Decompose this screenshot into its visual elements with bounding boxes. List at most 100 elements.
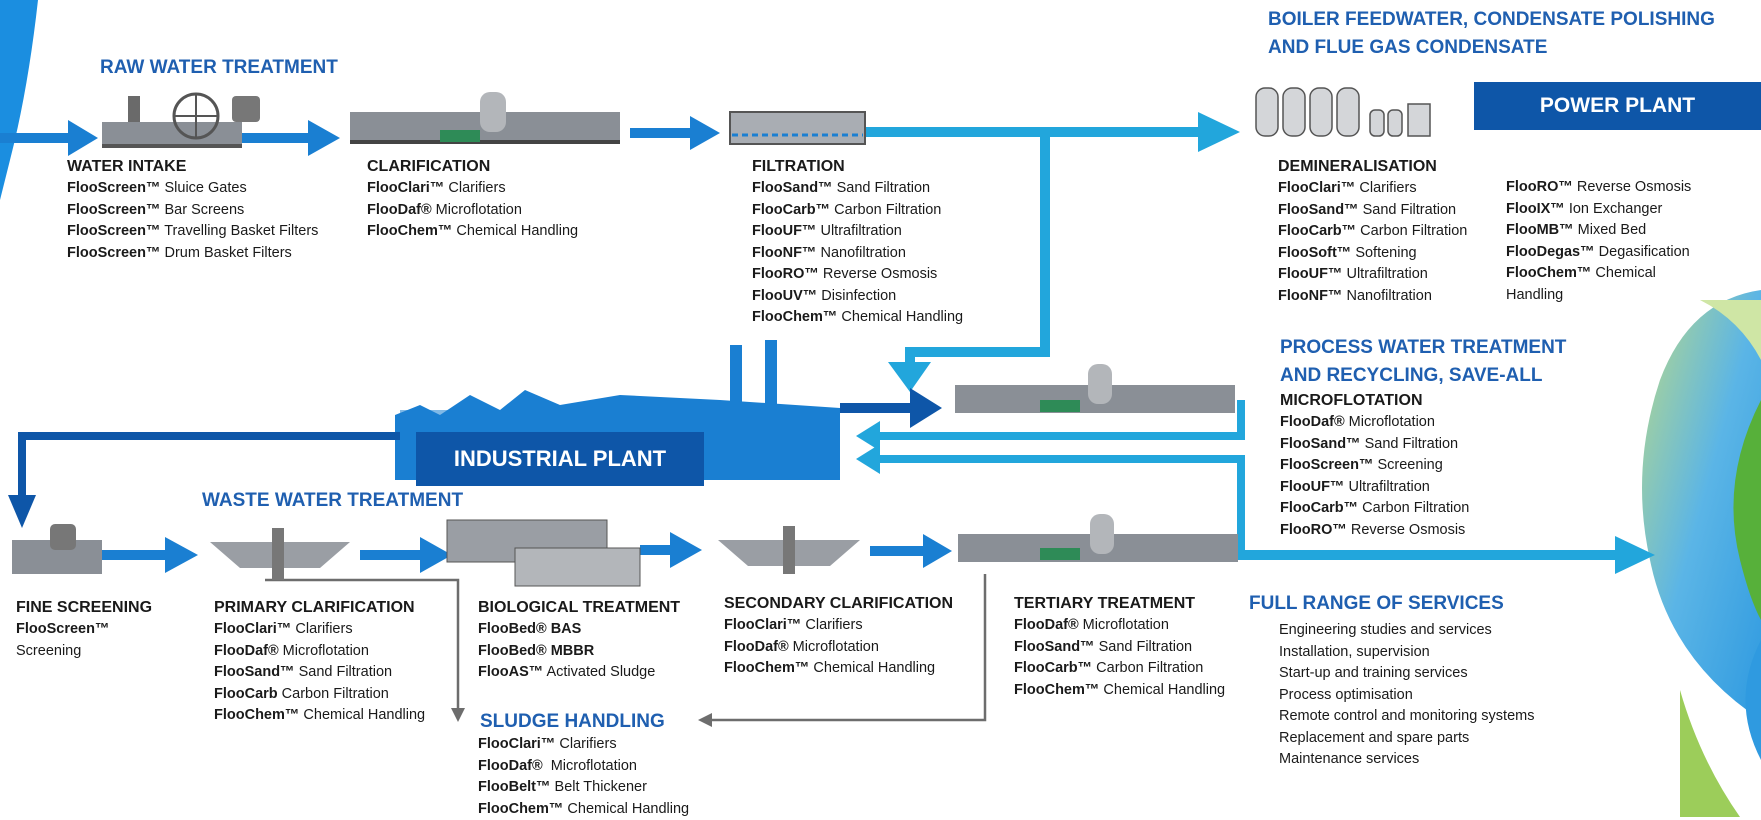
product-brand: FlooSand™	[214, 664, 295, 680]
product-description: Degasification	[1595, 244, 1690, 260]
pipe	[1237, 400, 1245, 440]
filtration-equipment	[730, 112, 865, 144]
list-item: FlooNF™ Nanofiltration	[752, 243, 963, 265]
section-title-services: FULL RANGE OF SERVICES	[1249, 590, 1504, 617]
list-item: FlooCarb™ Carbon Filtration	[1014, 658, 1225, 680]
list-item: FlooRO™ Reverse Osmosis	[1506, 177, 1691, 199]
list-item: FlooClari™ Clarifiers	[367, 178, 578, 200]
section-title-boiler-1: BOILER FEEDWATER, CONDENSATE POLISHING	[1268, 6, 1715, 33]
product-description: Carbon Filtration	[1358, 500, 1469, 516]
list-item: Remote control and monitoring systems	[1279, 706, 1534, 728]
product-description: Belt Thickener	[551, 779, 647, 795]
product-brand: FlooIX™	[1506, 201, 1565, 217]
product-brand: FlooNF™	[1278, 288, 1342, 304]
product-description: Remote control and monitoring systems	[1279, 708, 1534, 724]
pipe	[640, 545, 675, 555]
product-description: Sand Filtration	[295, 664, 393, 680]
product-brand: FlooBed® BAS	[478, 621, 581, 637]
product-description: Sand Filtration	[1095, 639, 1193, 655]
product-description: Chemical Handling	[1099, 682, 1225, 698]
stage-title: WATER INTAKE	[67, 156, 318, 178]
product-brand: FlooClari™	[724, 617, 801, 633]
product-description: Activated Sludge	[543, 664, 655, 680]
list-item: FlooBed® MBBR	[478, 641, 680, 663]
product-description: Clarifiers	[555, 736, 616, 752]
clarification-equipment	[350, 92, 620, 144]
product-brand: FlooUV™	[752, 288, 817, 304]
product-brand: FlooSand™	[752, 180, 833, 196]
list-item: FlooChem™ Chemical	[1506, 263, 1691, 285]
stage-title: DEMINERALISATION	[1278, 156, 1467, 178]
arrow-head	[888, 362, 931, 392]
section-title-waste-water: WASTE WATER TREATMENT	[202, 487, 463, 514]
product-brand: FlooBed® MBBR	[478, 643, 594, 659]
product-brand: FlooCarb™	[752, 202, 830, 218]
list-item: FlooCarb™ Carbon Filtration	[1280, 498, 1469, 520]
product-description: Sluice Gates	[160, 180, 246, 196]
list-item: FlooChem™ Chemical Handling	[214, 705, 425, 727]
pipe	[1040, 132, 1050, 357]
product-description: Process optimisation	[1279, 687, 1413, 703]
product-brand: FlooSand™	[1278, 202, 1359, 218]
list-item: FlooChem™ Chemical Handling	[367, 221, 578, 243]
list-item: FlooSand™ Sand Filtration	[1280, 434, 1469, 456]
product-description: Chemical	[1591, 265, 1655, 281]
product-brand: FlooClari™	[367, 180, 444, 196]
product-brand: FlooCarb™	[1280, 500, 1358, 516]
product-description: Softening	[1351, 245, 1416, 261]
industrial-plant-banner: INDUSTRIAL PLANT	[416, 432, 704, 486]
section-title-process-1: PROCESS WATER TREATMENT	[1280, 334, 1566, 361]
product-brand: FlooSand™	[1014, 639, 1095, 655]
stage-tertiary-treatment: TERTIARY TREATMENT FlooDaf® Microflotati…	[1014, 593, 1225, 701]
product-brand: FlooScreen™	[67, 202, 160, 218]
list-item: FlooSoft™ Softening	[1278, 243, 1467, 265]
section-title-boiler-2: AND FLUE GAS CONDENSATE	[1268, 34, 1547, 61]
list-item: FlooRO™ Reverse Osmosis	[1280, 520, 1469, 542]
product-brand: FlooMB™	[1506, 222, 1574, 238]
product-brand: FlooChem™	[752, 309, 837, 325]
stage-primary-clarification: PRIMARY CLARIFICATION FlooClari™ Clarifi…	[214, 597, 425, 727]
pipe	[1237, 550, 1622, 560]
list-item: FlooClari™ Clarifiers	[478, 734, 689, 756]
product-brand: FlooDaf®	[367, 202, 432, 218]
product-brand: FlooDaf®	[724, 639, 789, 655]
product-brand: FlooUF™	[1278, 266, 1342, 282]
list-item: Screening	[16, 641, 152, 663]
pipe	[870, 546, 930, 556]
list-item: FlooDaf® Microflotation	[367, 200, 578, 222]
product-brand: FlooUF™	[1280, 479, 1344, 495]
product-brand: FlooScreen™	[67, 223, 160, 239]
list-item: Replacement and spare parts	[1279, 728, 1534, 750]
product-description: Carbon Filtration	[1092, 660, 1203, 676]
globe-right	[1642, 290, 1761, 817]
list-item: Process optimisation	[1279, 685, 1534, 707]
list-item: FlooClari™ Clarifiers	[214, 619, 425, 641]
product-description: Sand Filtration	[1361, 436, 1459, 452]
stage-title: PRIMARY CLARIFICATION	[214, 597, 425, 619]
section-title-raw-water: RAW WATER TREATMENT	[100, 54, 338, 81]
arrow-head	[923, 534, 952, 568]
product-brand: FlooRO™	[1506, 179, 1573, 195]
list-item: Handling	[1506, 285, 1691, 307]
list-item: FlooRO™ Reverse Osmosis	[752, 264, 963, 286]
pipe	[870, 455, 1245, 463]
product-brand: FlooSand™	[1280, 436, 1361, 452]
product-description: Reverse Osmosis	[1573, 179, 1691, 195]
arrow-head	[698, 713, 712, 727]
list-item: FlooDaf® Microflotation	[1280, 412, 1469, 434]
secondary-clarifier-equipment	[718, 526, 860, 574]
list-item: FlooDaf® Microflotation	[478, 756, 689, 778]
product-description: Microflotation	[789, 639, 879, 655]
list-item: Installation, supervision	[1279, 642, 1534, 664]
pipe	[360, 550, 425, 560]
stage-title: FILTRATION	[752, 156, 963, 178]
list-item: Maintenance services	[1279, 749, 1534, 771]
product-brand: FlooClari™	[478, 736, 555, 752]
pipe-raw-in	[0, 133, 72, 143]
pipe	[905, 347, 1050, 357]
product-description: Carbon Filtration	[830, 202, 941, 218]
